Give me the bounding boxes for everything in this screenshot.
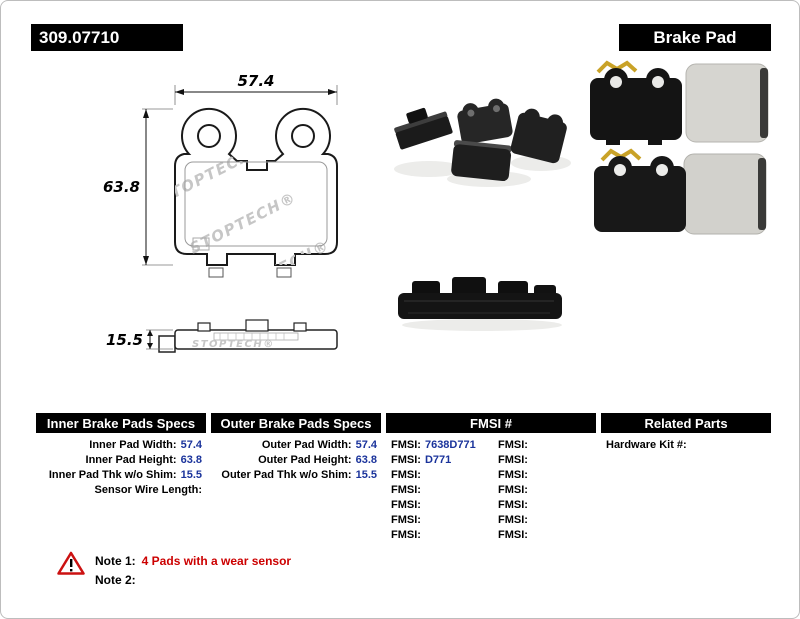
spec-label: Inner Pad Width:: [89, 439, 177, 451]
spec-row: Sensor Wire Length:: [36, 483, 202, 498]
fmsi-label: FMSI:: [498, 529, 528, 541]
pad-flat-top: [457, 98, 513, 145]
spec-value: 63.8: [180, 454, 202, 466]
pad-technical-drawing: 57.4 63.8 STOPTECH® STOPTECH® STOPTECH®: [103, 72, 338, 353]
fmsi-label: FMSI:: [391, 499, 421, 511]
note-2: Note 2:: [95, 573, 136, 587]
fmsi-row: FMSI:: [391, 498, 493, 513]
spec-label: Outer Pad Width:: [261, 439, 352, 451]
spec-value: 57.4: [355, 439, 377, 451]
fmsi-label: FMSI:: [391, 469, 421, 481]
thickness-dimension: 15.5: [106, 329, 173, 350]
pad-pair-bottom: [594, 148, 767, 235]
outer-specs-rows: Outer Pad Width:57.4 Outer Pad Height:63…: [211, 438, 377, 483]
fmsi-label: FMSI:: [498, 454, 528, 466]
spec-row: Inner Pad Height:63.8: [36, 453, 202, 468]
product-type-label: Brake Pad: [653, 27, 737, 47]
fmsi-header: FMSI #: [386, 413, 596, 433]
related-parts-rows: Hardware Kit #:: [606, 438, 768, 453]
outer-specs-header: Outer Brake Pads Specs: [211, 413, 381, 433]
fmsi-label: FMSI:: [498, 499, 528, 511]
thickness-dim-label: 15.5: [106, 331, 143, 349]
fmsi-row: FMSI:: [498, 513, 596, 528]
inner-specs-rows: Inner Pad Width:57.4 Inner Pad Height:63…: [36, 438, 202, 498]
fmsi-label: FMSI:: [498, 514, 528, 526]
spec-row: Outer Pad Thk w/o Shim:15.5: [211, 468, 377, 483]
pad-front-view: STOPTECH® STOPTECH® STOPTECH®: [174, 107, 338, 278]
related-parts-header: Related Parts: [601, 413, 771, 433]
fmsi-row: FMSI:: [498, 528, 596, 543]
pad-flat-right: [510, 108, 567, 164]
fmsi-rows-col1: FMSI:7638D771 FMSI:D771 FMSI: FMSI: FMSI…: [391, 438, 493, 543]
spec-label: Outer Pad Height:: [258, 454, 352, 466]
spec-row: Inner Pad Width:57.4: [36, 438, 202, 453]
fmsi-label: FMSI:: [498, 469, 528, 481]
related-row: Hardware Kit #:: [606, 438, 768, 453]
fmsi-label: FMSI:: [391, 439, 421, 451]
pads-photo-right: [590, 60, 769, 235]
fmsi-label: FMSI:: [391, 529, 421, 541]
note-1-label: Note 1:: [95, 554, 136, 568]
spec-value: 63.8: [355, 454, 377, 466]
fmsi-value: D771: [424, 454, 452, 466]
spec-value: 57.4: [180, 439, 202, 451]
fmsi-row: FMSI:: [498, 483, 596, 498]
pad-edge-photo: [398, 277, 562, 331]
part-number: 309.07710: [39, 27, 120, 47]
product-type-bar: Brake Pad: [619, 24, 771, 51]
spec-value: 15.5: [355, 469, 377, 481]
pad-side-view: STOPTECH®: [158, 319, 338, 353]
fmsi-row: FMSI:: [498, 498, 596, 513]
fmsi-label: FMSI:: [498, 439, 528, 451]
pad-edge-left: [394, 107, 453, 150]
fmsi-row: FMSI:: [391, 483, 493, 498]
note-2-label: Note 2:: [95, 573, 136, 587]
fmsi-label: FMSI:: [391, 484, 421, 496]
spec-row: Outer Pad Height:63.8: [211, 453, 377, 468]
spec-label: Outer Pad Thk w/o Shim:: [221, 469, 352, 481]
fmsi-value: 7638D771: [424, 439, 476, 451]
pad-pair-top: [590, 60, 769, 145]
fmsi-row: FMSI:: [498, 468, 596, 483]
fmsi-row: FMSI:: [391, 528, 493, 543]
spec-value: 15.5: [180, 469, 202, 481]
spec-row: Outer Pad Width:57.4: [211, 438, 377, 453]
inner-specs-header: Inner Brake Pads Specs: [36, 413, 206, 433]
pad-flat-bottom: [451, 140, 512, 182]
spec-row: Inner Pad Thk w/o Shim:15.5: [36, 468, 202, 483]
width-dimension: 57.4: [174, 72, 338, 105]
fmsi-label: FMSI:: [391, 454, 421, 466]
spec-label: Inner Pad Height:: [85, 454, 177, 466]
note-1: Note 1: 4 Pads with a wear sensor: [95, 554, 291, 568]
fmsi-rows-col2: FMSI: FMSI: FMSI: FMSI: FMSI: FMSI: FMSI…: [498, 438, 596, 543]
fmsi-row: FMSI:: [498, 438, 596, 453]
height-dimension: 63.8: [103, 108, 173, 266]
fmsi-row: FMSI:: [391, 468, 493, 483]
fmsi-row: FMSI:: [391, 513, 493, 528]
spec-label: Inner Pad Thk w/o Shim:: [48, 469, 177, 481]
watermark-text: STOPTECH®: [192, 339, 275, 350]
fmsi-row: FMSI:D771: [391, 453, 493, 468]
fmsi-label: FMSI:: [391, 514, 421, 526]
fmsi-row: FMSI:: [498, 453, 596, 468]
fmsi-label: FMSI:: [498, 484, 528, 496]
height-dim-label: 63.8: [103, 178, 140, 196]
fmsi-row: FMSI:7638D771: [391, 438, 493, 453]
part-number-bar: 309.07710: [31, 24, 183, 51]
note-1-text: 4 Pads with a wear sensor: [141, 554, 292, 568]
width-dim-label: 57.4: [237, 72, 274, 90]
related-label: Hardware Kit #:: [606, 439, 687, 451]
warning-icon: [57, 551, 85, 575]
pads-photo: [394, 98, 571, 187]
spec-label: Sensor Wire Length:: [94, 484, 202, 496]
